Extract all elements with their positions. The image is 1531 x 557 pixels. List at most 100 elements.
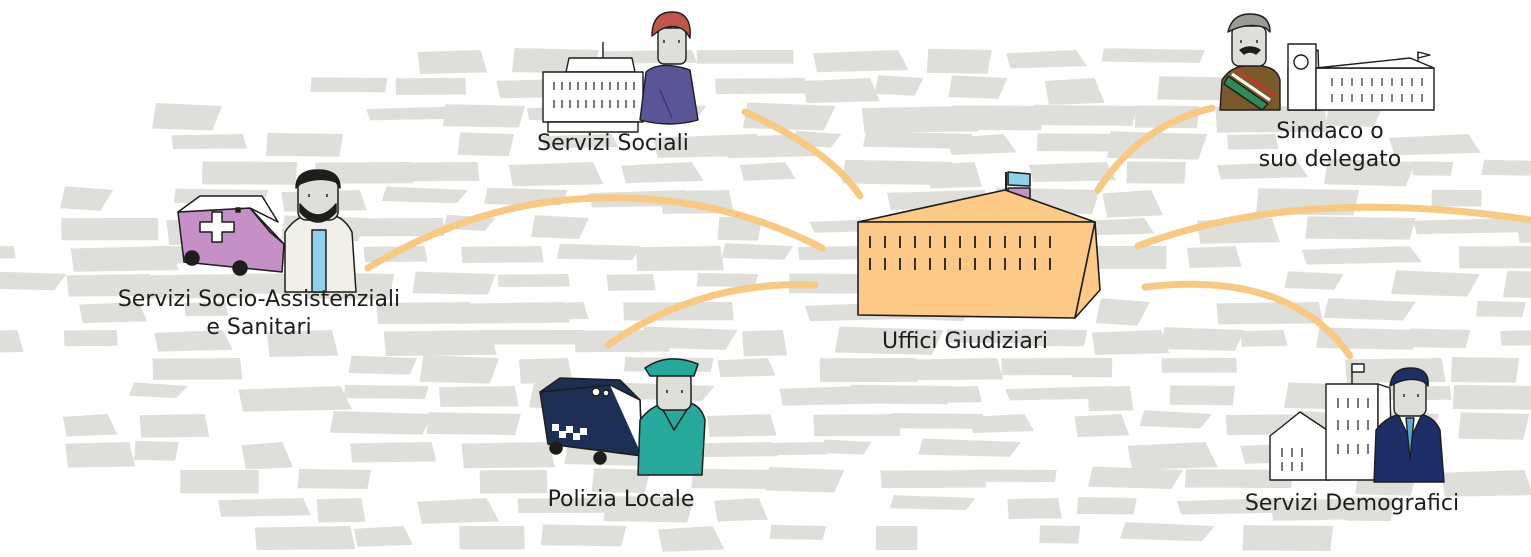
paving-stone	[381, 186, 469, 204]
paving-stone	[621, 162, 704, 184]
paving-stone	[1139, 410, 1213, 429]
paving-stone	[1502, 270, 1531, 298]
paving-stone	[769, 524, 827, 540]
paving-stone	[1408, 328, 1471, 349]
connector-servizi-sociali	[741, 108, 864, 200]
paving-stone	[65, 442, 136, 468]
paving-stone	[383, 330, 497, 357]
paving-stone	[875, 525, 918, 551]
paving-stone	[1007, 498, 1062, 520]
paving-stone	[412, 271, 496, 295]
paving-stone	[1227, 134, 1279, 150]
paving-stone	[419, 355, 499, 384]
paving-stone	[348, 355, 418, 375]
paving-stone	[1458, 412, 1530, 440]
paving-stone	[241, 442, 293, 470]
paving-stone	[890, 413, 984, 429]
node-label-line-2: suo delegato	[1258, 147, 1402, 172]
ambulance-doctor-icon	[177, 169, 357, 293]
paving-stone	[556, 243, 640, 261]
node-label-polizia-locale: Polizia Locale	[547, 487, 695, 512]
paving-stone	[376, 302, 474, 325]
paving-stone	[152, 103, 223, 131]
paving-stone	[1036, 133, 1132, 152]
paving-stone	[519, 358, 573, 384]
paving-stone	[765, 466, 845, 493]
paving-stone	[1431, 189, 1482, 207]
paving-stone	[849, 384, 953, 405]
paving-stone	[927, 162, 983, 189]
paving-stone	[717, 216, 763, 241]
paving-stone	[508, 162, 604, 187]
connectors	[364, 104, 1531, 360]
paving-stone	[1323, 159, 1416, 187]
paving-stone	[880, 470, 987, 489]
paving-stone	[64, 330, 118, 347]
paving-stone	[357, 218, 445, 237]
paving-stone	[417, 50, 488, 74]
connector-polizia-locale	[604, 281, 819, 349]
paving-stone	[1500, 330, 1531, 346]
paving-stone	[426, 412, 521, 436]
paving-stone	[1091, 330, 1170, 355]
paving-stone	[1071, 357, 1113, 378]
paving-stone	[1005, 50, 1088, 69]
paving-stone	[717, 358, 776, 378]
paving-stone	[739, 162, 796, 181]
paving-stone	[969, 414, 1035, 434]
police-car-officer-icon	[539, 358, 706, 476]
paving-stone	[721, 243, 794, 260]
paving-stone	[129, 382, 188, 399]
connector-sindaco	[1094, 104, 1216, 194]
paving-stone	[1087, 466, 1184, 489]
paving-stone	[531, 215, 589, 239]
paving-stone	[1413, 218, 1523, 235]
paving-stone	[497, 274, 570, 288]
paving-stone	[948, 75, 1008, 99]
paving-stone	[1127, 442, 1218, 470]
paving-stone	[1120, 522, 1215, 542]
connector-right-top	[1134, 203, 1531, 250]
paving-stone	[343, 384, 429, 399]
paving-stone	[1458, 246, 1531, 269]
paving-stone	[139, 274, 253, 299]
paving-stone	[1176, 498, 1285, 515]
mayor-town-hall-icon	[1219, 13, 1435, 111]
paving-stone	[1301, 246, 1423, 265]
paving-stone	[635, 246, 724, 271]
paving-stone	[61, 218, 159, 241]
paving-stone	[1160, 327, 1245, 351]
paving-stone	[696, 50, 794, 64]
paving-stone	[1044, 78, 1105, 105]
paving-stone	[951, 105, 1044, 131]
node-label-socio-assistenziali: Servizi Socio-Assistenziali e Sanitari	[84, 286, 434, 342]
paving-stone	[316, 498, 366, 523]
paving-stone	[1019, 329, 1087, 347]
paving-stone	[1240, 330, 1288, 347]
paving-stone	[297, 468, 372, 489]
paving-stone	[459, 526, 525, 550]
paving-stone	[842, 159, 953, 186]
paving-stone	[541, 134, 619, 149]
paving-stone	[889, 358, 1004, 381]
paving-stone	[1187, 246, 1242, 268]
paving-stone	[540, 524, 627, 547]
paving-stone	[1391, 270, 1480, 297]
node-label-servizi-demografici: Servizi Demografici	[1244, 491, 1460, 516]
paving-stone	[696, 272, 759, 288]
paving-stone	[1083, 218, 1155, 236]
paving-stone	[184, 302, 229, 317]
paving-stone	[66, 274, 155, 297]
paving-stone	[315, 162, 414, 184]
paving-stone	[154, 330, 233, 352]
paving-stone	[180, 469, 259, 494]
paving-stone	[1345, 497, 1394, 522]
paving-stone	[461, 442, 555, 469]
paving-stone	[779, 386, 872, 406]
paving-stone	[461, 246, 544, 263]
paving-stone	[751, 442, 828, 456]
paving-stone	[79, 302, 148, 324]
paving-stone	[310, 77, 388, 93]
